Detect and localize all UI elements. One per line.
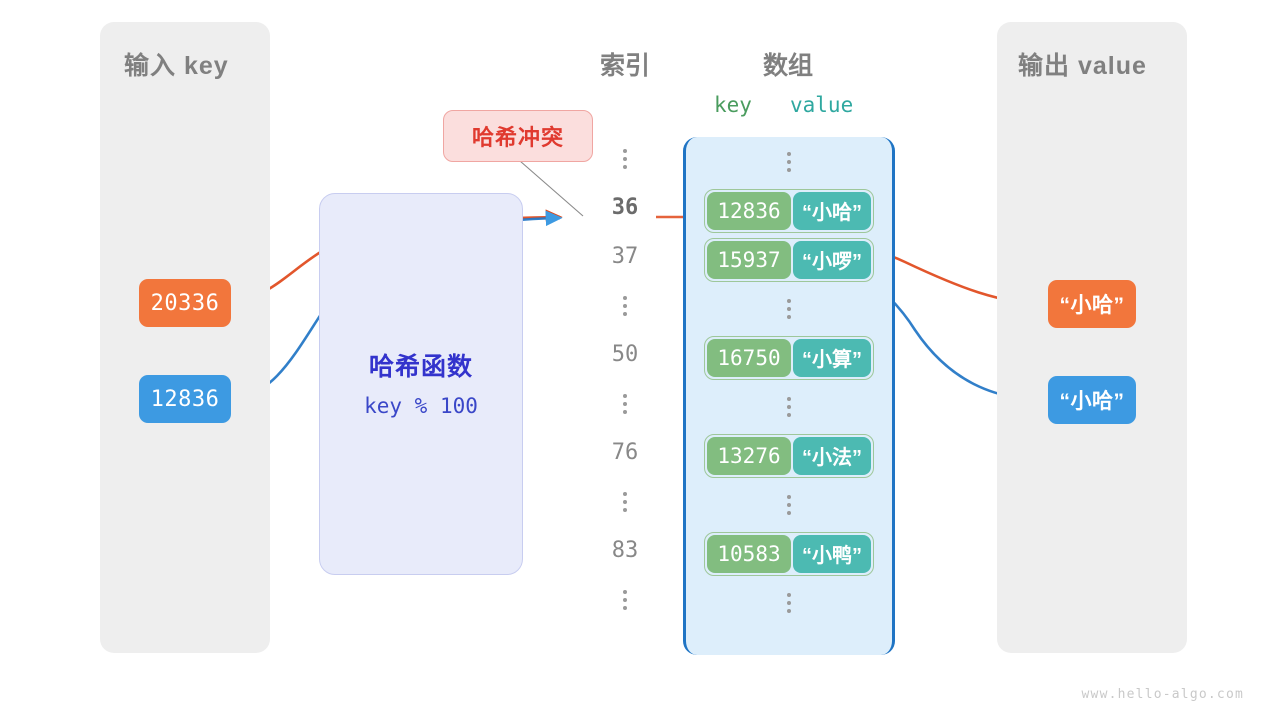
index-ellipsis: [585, 575, 665, 624]
value-subheader: value: [790, 93, 854, 117]
input-key-2[interactable]: 12836: [139, 375, 231, 423]
output-value-2-label: “小哈”: [1059, 390, 1125, 413]
bucket-ellipsis: [686, 382, 892, 431]
value-cell: “小法”: [793, 436, 871, 475]
key-cell: 12836: [707, 191, 791, 230]
collision-badge-label: 哈希冲突: [471, 125, 564, 150]
index-label: 36: [585, 183, 665, 232]
output-value-2[interactable]: “小哈”: [1048, 376, 1136, 424]
collision-leader-line: [519, 160, 584, 217]
table-row: 13276“小法”: [686, 431, 892, 480]
key-value-pair[interactable]: 13276“小法”: [704, 433, 874, 478]
index-value: 83: [611, 538, 639, 563]
table-row: 15937“小啰”: [686, 235, 892, 284]
bucket-ellipsis: [686, 137, 892, 186]
index-value: 76: [611, 440, 639, 465]
key-cell: 15937: [707, 240, 791, 279]
key-subheader: key: [714, 93, 752, 117]
vertical-ellipsis-icon: [787, 151, 791, 172]
vertical-ellipsis-icon: [623, 393, 627, 414]
index-ellipsis: [585, 281, 665, 330]
key-value-pair[interactable]: 10583“小鸭”: [704, 531, 874, 576]
vertical-ellipsis-icon: [623, 491, 627, 512]
output-value-1[interactable]: “小哈”: [1048, 280, 1136, 328]
index-value: 37: [611, 244, 639, 269]
value-cell: “小算”: [793, 338, 871, 377]
input-panel: [100, 22, 270, 653]
output-panel: [997, 22, 1187, 653]
input-key-1-label: 20336: [150, 290, 220, 316]
index-column-header: 索引: [599, 52, 650, 80]
collision-badge: 哈希冲突: [443, 110, 593, 162]
key-cell: 10583: [707, 534, 791, 573]
value-cell: “小哈”: [793, 191, 871, 230]
key-value-pair[interactable]: 16750“小算”: [704, 335, 874, 380]
input-panel-title: 输入 key: [124, 52, 229, 80]
input-key-2-label: 12836: [150, 386, 220, 412]
index-value: 50: [611, 342, 639, 367]
key-cell: 13276: [707, 436, 791, 475]
vertical-ellipsis-icon: [623, 295, 627, 316]
bucket-ellipsis: [686, 480, 892, 529]
table-row: 10583“小鸭”: [686, 529, 892, 578]
vertical-ellipsis-icon: [623, 589, 627, 610]
index-label: 37: [585, 232, 665, 281]
table-row: 12836“小哈”: [686, 186, 892, 235]
array-container: 12836“小哈”15937“小啰”16750“小算”13276“小法”1058…: [683, 137, 895, 655]
vertical-ellipsis-icon: [787, 592, 791, 613]
key-value-pair[interactable]: 12836“小哈”: [704, 188, 874, 233]
hash-function-box: 哈希函数 key % 100: [319, 193, 523, 575]
bucket-ellipsis: [686, 578, 892, 627]
index-ellipsis: [585, 134, 665, 183]
key-cell: 16750: [707, 338, 791, 377]
index-label: 83: [585, 526, 665, 575]
watermark: www.hello-algo.com: [1081, 687, 1244, 702]
index-ellipsis: [585, 477, 665, 526]
vertical-ellipsis-icon: [787, 396, 791, 417]
index-value: 36: [611, 195, 639, 220]
vertical-ellipsis-icon: [787, 494, 791, 515]
array-rows: 12836“小哈”15937“小啰”16750“小算”13276“小法”1058…: [686, 137, 892, 627]
index-label: 50: [585, 330, 665, 379]
value-cell: “小鸭”: [793, 534, 871, 573]
table-row: 16750“小算”: [686, 333, 892, 382]
index-column: 36 37 50 76 83: [585, 134, 665, 624]
hash-function-title: 哈希函数: [368, 353, 473, 381]
key-value-pair[interactable]: 15937“小啰”: [704, 237, 874, 282]
index-ellipsis: [585, 379, 665, 428]
bucket-ellipsis: [686, 284, 892, 333]
output-panel-title: 输出 value: [1018, 52, 1147, 80]
input-key-1[interactable]: 20336: [139, 279, 231, 327]
hash-function-expression: key % 100: [364, 394, 478, 418]
value-cell: “小啰”: [793, 240, 871, 279]
array-column-header: 数组: [762, 52, 813, 80]
output-value-1-label: “小哈”: [1059, 294, 1125, 317]
index-label: 76: [585, 428, 665, 477]
vertical-ellipsis-icon: [787, 298, 791, 319]
vertical-ellipsis-icon: [623, 148, 627, 169]
